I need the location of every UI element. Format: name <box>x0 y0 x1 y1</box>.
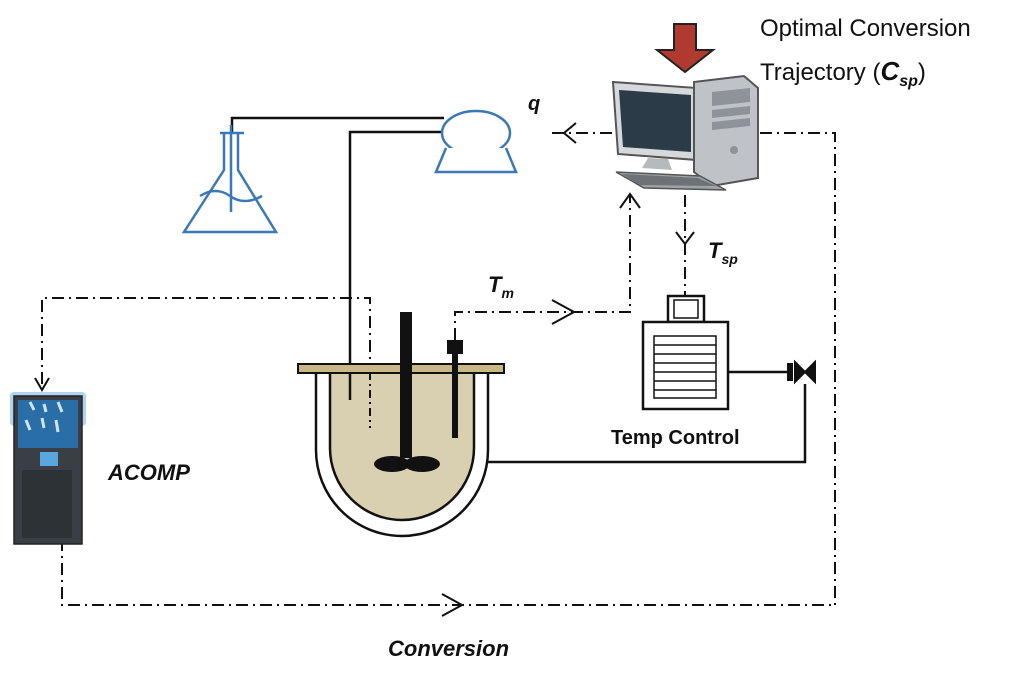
csp-main: C <box>880 56 900 86</box>
csp-sub: sp <box>899 73 918 90</box>
temp-control-unit <box>641 294 730 411</box>
arrow-to-computer <box>619 192 641 209</box>
tm-sub: m <box>501 285 513 301</box>
arrow-to-acomp <box>34 377 50 392</box>
reactor <box>297 312 505 538</box>
signal-lines <box>41 132 836 606</box>
impeller-left <box>374 456 410 472</box>
conversion-label: Conversion <box>388 636 509 661</box>
optimal-line1: Optimal Conversion <box>760 15 971 42</box>
tm-label: Tm <box>488 272 514 301</box>
signal-computer-loop <box>760 132 836 605</box>
q-label: q <box>528 93 540 115</box>
impeller-right <box>404 456 440 472</box>
signal-conversion-line <box>61 515 835 606</box>
feed-line-pump-to-reactor <box>348 130 448 400</box>
arrow-to-pump <box>562 122 577 144</box>
temp-probe-head <box>447 340 463 354</box>
arrow-conversion <box>441 593 465 617</box>
temp-probe-rod <box>452 354 458 438</box>
temp-control-label: Temp Control <box>611 427 740 449</box>
pump-icon <box>434 109 518 174</box>
flask-icon <box>181 125 279 234</box>
tsp-sub: sp <box>721 251 738 267</box>
optimal-trajectory-text: Trajectory ( <box>760 59 880 86</box>
arrow-tm <box>551 299 577 325</box>
signal-acomp-sampling <box>41 297 371 400</box>
optimal-close: ) <box>918 59 926 86</box>
optimal-line2: Trajectory (Csp) <box>760 56 926 90</box>
acomp-label: ACOMP <box>107 460 190 485</box>
computer-icon <box>611 74 759 191</box>
tsp-label: Tsp <box>708 238 738 267</box>
stirrer-shaft <box>400 312 412 458</box>
acomp-icon <box>10 392 86 545</box>
input-arrow-icon <box>654 23 716 74</box>
tsp-main: T <box>708 238 723 263</box>
valve-icon <box>787 359 816 385</box>
signal-tm <box>454 196 631 340</box>
arrow-tsp <box>675 231 695 246</box>
arrow-heads <box>34 122 695 617</box>
jacket-return-line <box>488 384 807 464</box>
tm-main: T <box>488 272 503 297</box>
labels: Optimal Conversion Trajectory (Csp) q Tm… <box>107 15 971 661</box>
